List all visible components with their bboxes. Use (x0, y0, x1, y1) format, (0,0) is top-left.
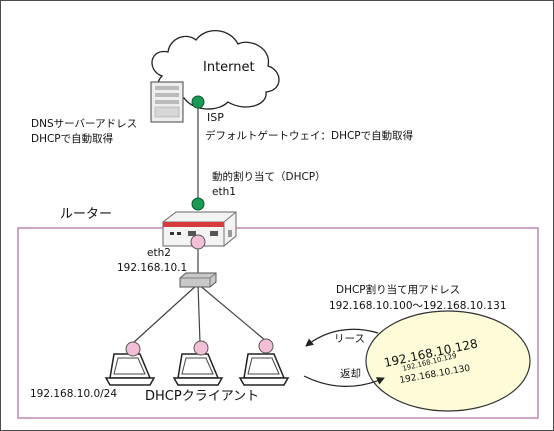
router-lan-ip-label: 192.168.10.1 (117, 262, 187, 274)
link-client-1 (132, 283, 199, 344)
clients-label: DHCPクライアント (145, 389, 259, 404)
dns-server-label-line2: DHCPで自動取得 (31, 132, 113, 145)
client-laptop-1 (104, 353, 156, 386)
eth2-label: eth2 (147, 247, 171, 259)
dns-server (150, 81, 184, 123)
client-1-port (125, 341, 141, 357)
internet-label: Internet (203, 60, 255, 75)
dynamic-assign-label: 動的割り当て（DHCP） (212, 170, 326, 183)
router-device (162, 211, 237, 247)
client-laptop-2 (172, 353, 224, 386)
link-client-2 (197, 283, 201, 344)
lease-arrow (305, 328, 379, 347)
client-3-port (258, 338, 274, 354)
lan-boundary (17, 227, 539, 419)
eth1-label: eth1 (212, 186, 236, 198)
eth2-port (190, 234, 206, 250)
client-laptop-3 (238, 353, 290, 386)
default-gateway-label: デフォルトゲートウェイ：DHCPで自動取得 (205, 129, 413, 142)
return-arrow (303, 375, 385, 387)
router-label: ルーター (60, 207, 112, 222)
isp-port (191, 95, 205, 109)
subnet-label: 192.168.10.0/24 (30, 388, 117, 400)
dhcp-pool-title: DHCP割り当て用アドレス (336, 283, 460, 296)
client-2-port (193, 340, 209, 356)
lease-label: リース (334, 333, 365, 345)
dns-server-label-line1: DNSサーバーアドレス (31, 118, 137, 130)
dhcp-pool-range: 192.168.10.100〜192.168.10.131 (329, 300, 507, 312)
return-label: 返却 (340, 368, 361, 380)
isp-label: ISP (207, 111, 224, 124)
link-client-3 (197, 283, 267, 342)
eth1-port (191, 197, 205, 211)
dhcp-pool-ellipse (365, 310, 531, 412)
switch-device (179, 272, 217, 288)
